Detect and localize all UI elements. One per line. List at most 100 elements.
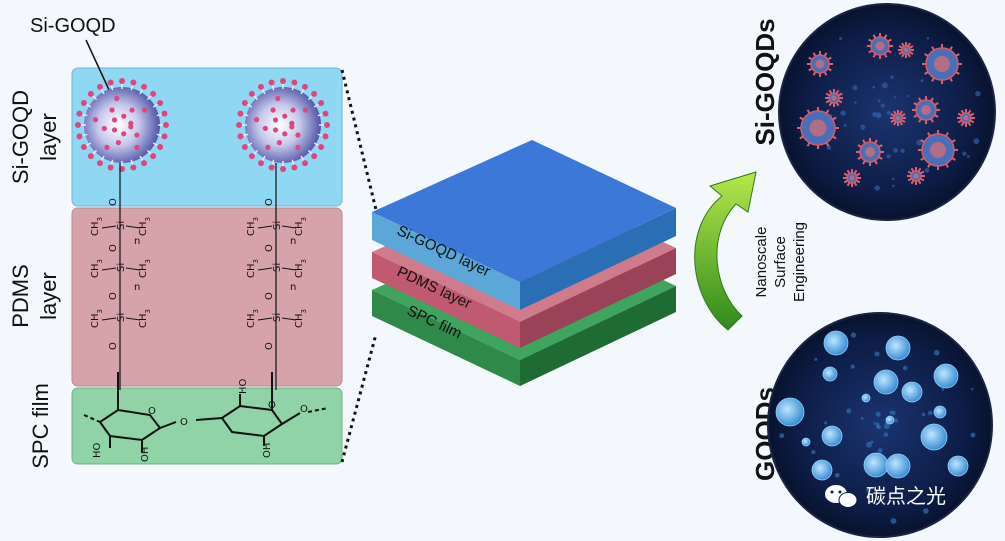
surface-group [161,110,168,117]
surface-group [322,110,329,117]
chem-label: Si [272,221,283,230]
arrow-text-1: Nanoscale [753,227,770,298]
chem-label: n [290,282,296,293]
chem-label: CH3 [138,259,152,278]
surface-group [280,78,286,84]
zoom-connectors [340,69,380,463]
surface-group [141,83,147,90]
watermark: 碳点之光 [825,484,946,508]
chem-label: CH3 [138,309,152,328]
wechat-icon [825,485,858,508]
surface-group [121,113,127,119]
si-goqd-pointer-label: Si-GOQD [30,15,116,37]
goqd-particle [863,452,889,478]
surface-group [111,117,118,123]
chem-label: Si [272,263,283,272]
surface-group [114,95,120,102]
pointer-line [85,39,111,93]
surface-group [268,79,275,86]
si-goqd-particle [825,89,843,107]
goqd-particle [822,366,838,382]
surface-group [318,100,325,106]
surface-group [241,100,248,106]
ring-oxygen-2: O [268,400,276,411]
surface-group [87,153,94,160]
surface-group [115,140,122,146]
surface-group [119,78,125,84]
goqd-particle [823,330,849,356]
goqd-particle [933,405,947,419]
chem-label: O [264,198,275,206]
chem-label: CH3 [246,259,260,278]
surface-group [76,133,83,140]
si-goqd-particle [918,130,958,170]
surface-group [289,120,295,126]
surface-group [311,153,318,160]
surface-group [101,125,107,132]
si-goqd-layer-label-2: layer [36,113,61,161]
surface-group [134,144,140,151]
surface-group [130,79,137,86]
chem-label: CH3 [294,259,308,278]
pdms-panel [71,207,343,387]
hydroxyl-1: OH [140,447,151,462]
si-goqd-particle [890,110,906,126]
surface-group [275,95,281,102]
surface-group [282,113,288,119]
spc-film-label: SPC film [28,383,53,469]
chem-label: O [264,244,275,252]
surface-group [150,153,157,160]
surface-group [161,133,168,140]
goqd-particle [901,381,923,403]
goqd-particle [861,393,871,403]
bridge-oxygen: O [300,404,308,415]
si-goqd-particle [843,169,861,187]
goqd-particle [947,455,969,477]
glycosidic-oxygen: O [180,417,188,428]
si-goqd-particle [957,109,975,127]
surface-group [291,164,298,171]
surface-group [111,127,118,133]
si-goqd-particle [907,167,925,185]
surface-group [236,122,242,128]
surface-group [324,122,330,128]
chem-label: CH3 [294,309,308,328]
surface-group [248,90,255,97]
chem-label: n [134,282,140,293]
surface-group [80,144,87,150]
surface-group [130,164,137,171]
pdms-layer-label-1: PDMS [8,264,33,328]
surface-group [318,144,325,150]
goqd-particle [811,459,833,481]
surface-group [128,120,134,126]
surface-group [163,122,169,128]
ring-oxygen-1: O [148,406,156,417]
surface-group [291,79,298,86]
si-goqd-particle [898,42,914,58]
goqd-particle [821,425,843,447]
chem-label: Si [116,263,127,272]
si-goqd-layer-label-1: Si-GOQD [8,90,33,184]
chem-label: n [134,236,140,247]
chem-label: CH3 [294,217,308,236]
surface-group [295,144,301,151]
arrow-text-3: Engineering [791,222,808,302]
surface-group [104,144,110,150]
surface-group [272,127,279,133]
surface-group [87,90,94,97]
surface-group [157,100,164,106]
chem-label: O [264,342,275,350]
goqd-particle [920,423,948,451]
chem-label: CH3 [90,217,104,236]
si-goqd-particle [807,51,833,77]
chem-label: Si [272,313,283,322]
surface-group [295,132,301,138]
surface-group [97,160,103,167]
surface-group [270,107,276,113]
si-goqd-particle [912,96,940,124]
si-goqds-title: Si-GOQDs [750,18,780,145]
surface-group [237,110,244,117]
chem-label: Si [116,221,127,230]
